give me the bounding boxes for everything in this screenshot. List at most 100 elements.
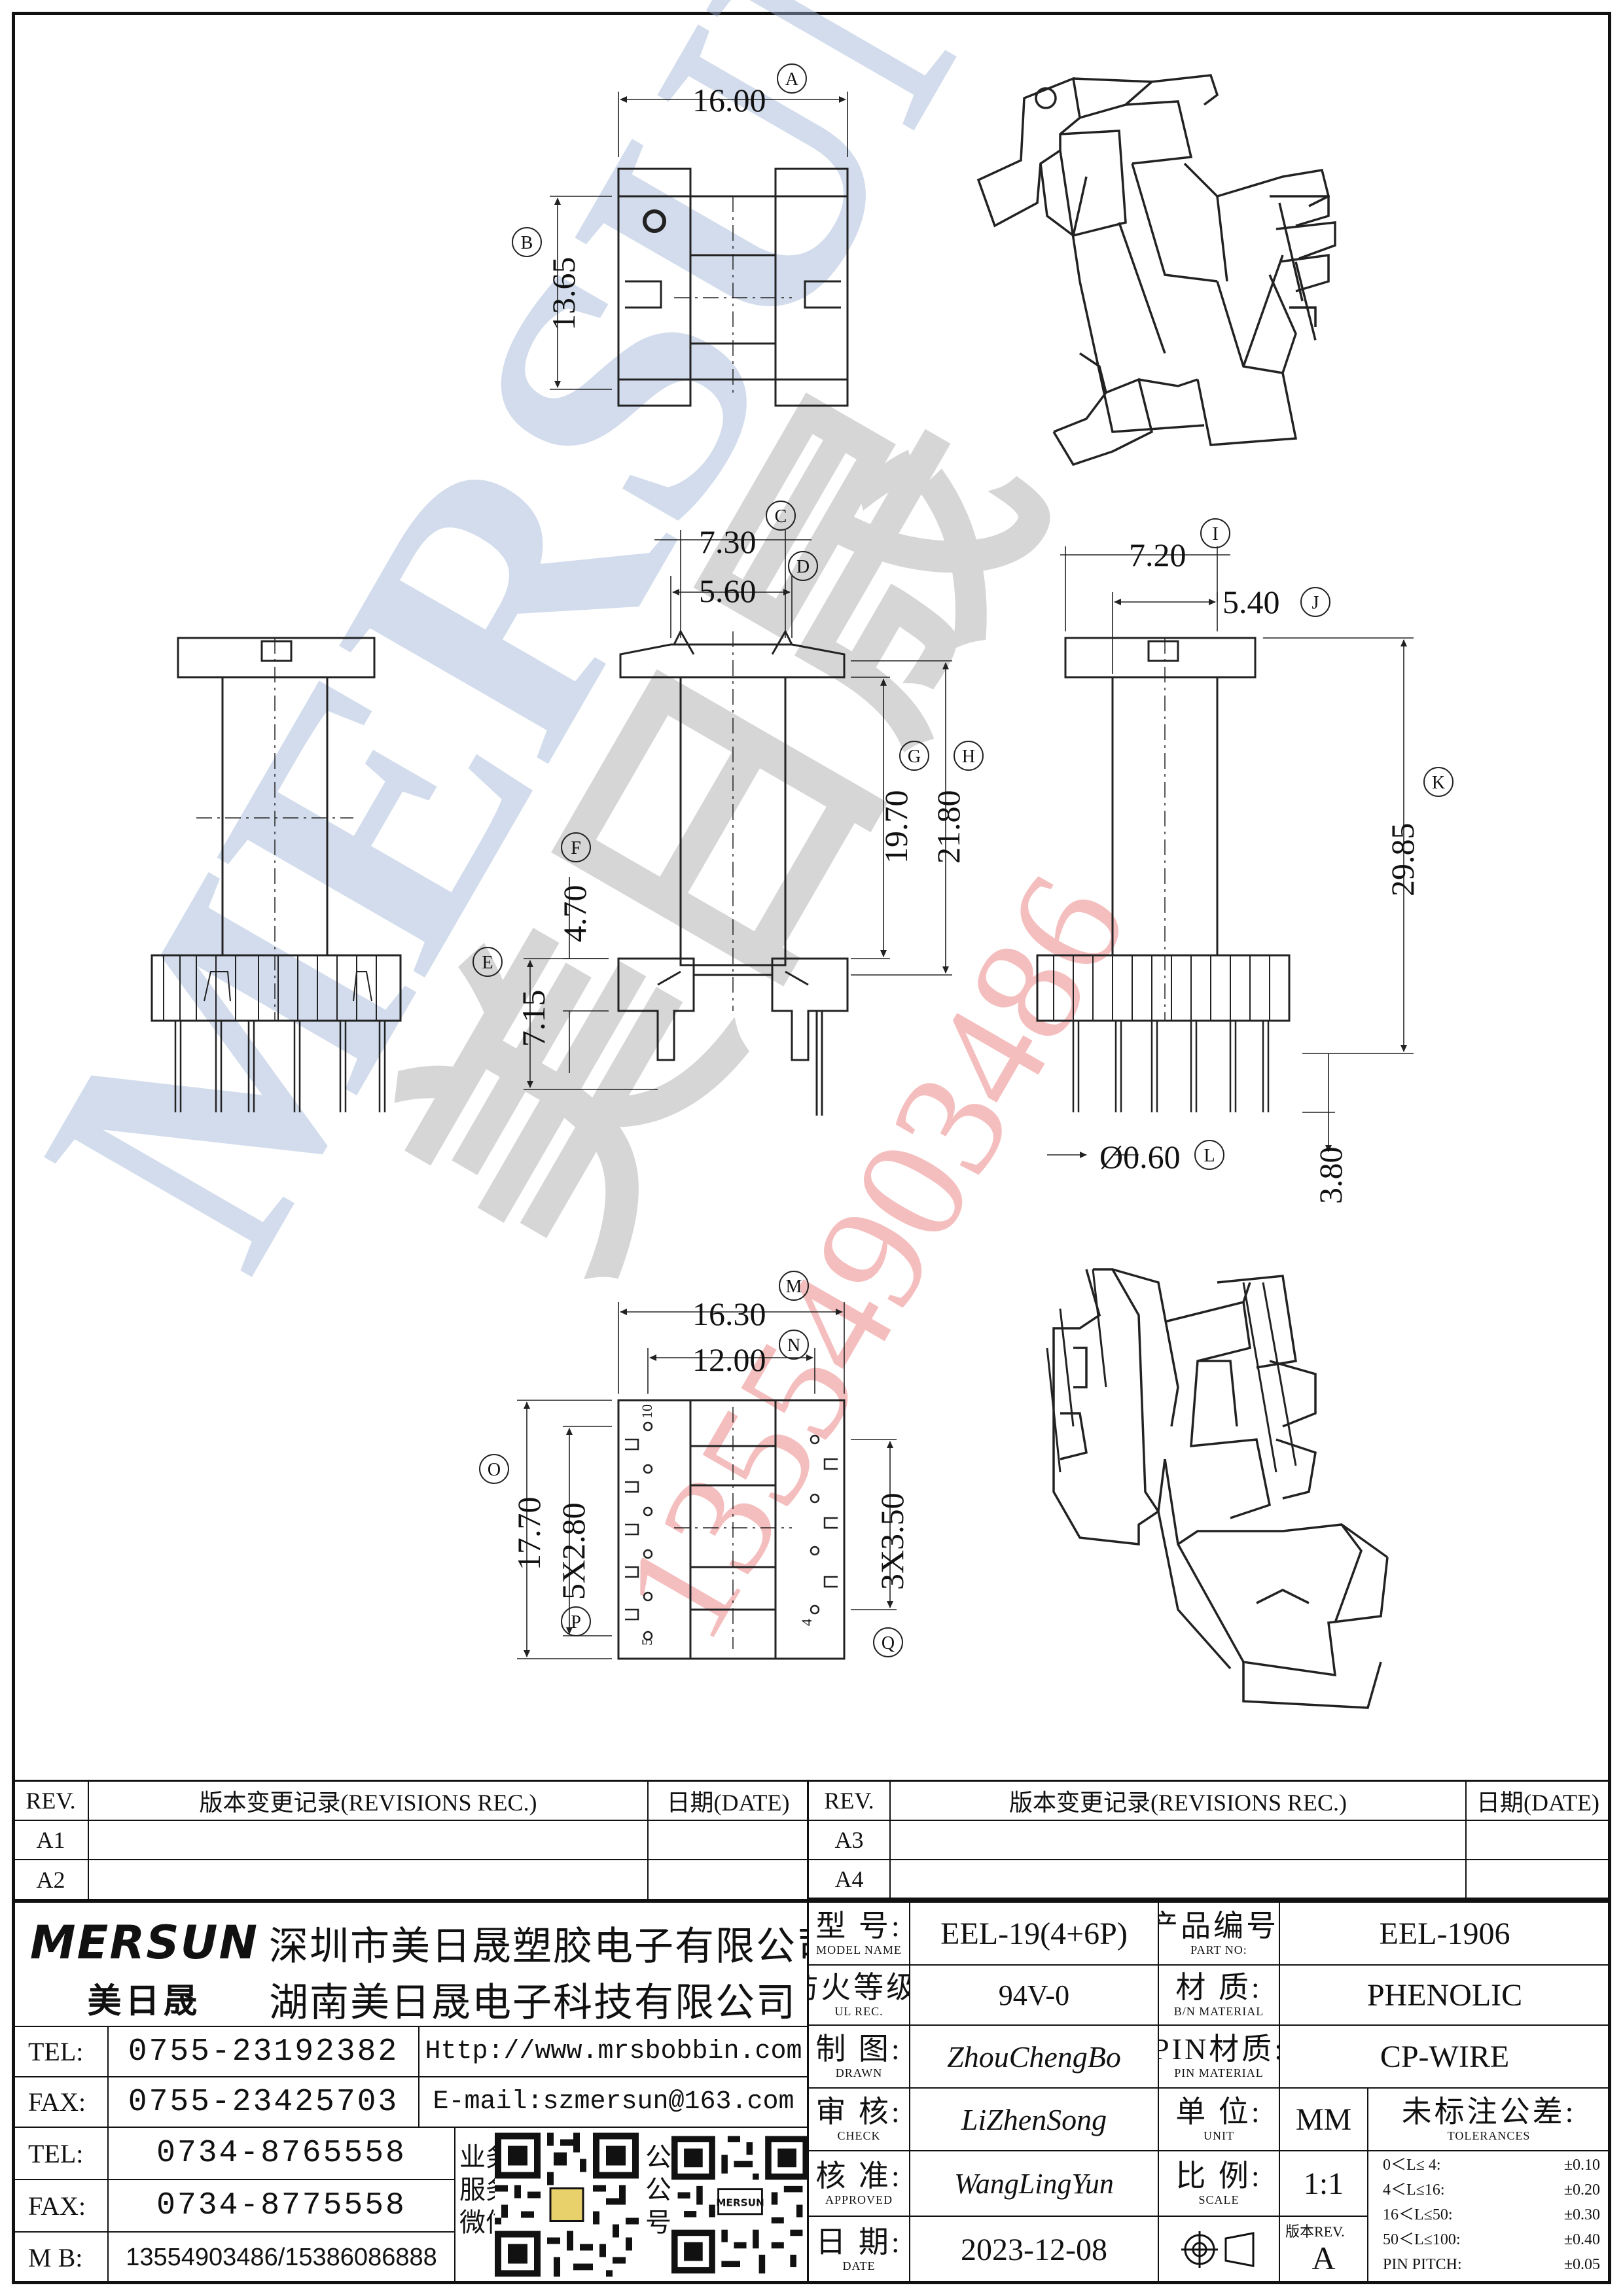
tolerance-range-5: PIN PITCH: (1383, 2256, 1462, 2273)
revision-table-left: REV. 版本变更记录(REVISIONS REC.) 日期(DATE) A1 … (12, 1780, 809, 1901)
rev-row-a2: A2 (14, 1860, 89, 1901)
check-value: LiZhenSong (910, 2089, 1159, 2151)
fire-rating-label-en: UL REC. (834, 2005, 883, 2018)
rev-row-a3: A3 (809, 1821, 891, 1860)
reference-markers (473, 63, 1454, 1657)
date-header-right: 日期(DATE) (1467, 1782, 1609, 1821)
contact-label-1: TEL: (14, 2027, 109, 2077)
rev-row-a1: A1 (14, 1821, 89, 1860)
dim-o: 17.70 (510, 1497, 547, 1571)
tolerance-range-1: 0＜L≤ 4: (1383, 2157, 1441, 2174)
tolerance-range-2: 4＜L≤16: (1383, 2181, 1445, 2199)
date-label: 日 期: DATE (809, 2217, 910, 2282)
version-cell: 版本REV. A (1280, 2217, 1368, 2282)
date-value: 2023-12-08 (910, 2217, 1159, 2282)
marker-p: P (571, 1612, 581, 1633)
first-angle-projection-icon (1181, 2231, 1254, 2268)
marker-g: G (908, 747, 921, 767)
marker-j: J (1312, 593, 1319, 613)
company-header: MERSUN 美日晟 深圳市美日晟塑胶电子有限公司 湖南美日晟电子科技有限公司 (14, 1903, 809, 2027)
rev-row-a1-record (89, 1821, 649, 1860)
dimension-texts: 16.00 13.65 7.30 5.60 7.15 4.70 19.70 21… (510, 82, 1421, 1646)
company-logo-zh: 美日晟 (87, 1982, 202, 2021)
part-label-en: PART NO: (1190, 1943, 1247, 1956)
contact-value-4: 0734-8775558 (109, 2180, 455, 2233)
drawn-label: 制 图: DRAWN (809, 2026, 910, 2089)
official-account-qr-code: MERSUN (671, 2136, 809, 2274)
dim-h: 21.80 (930, 790, 967, 864)
dim-g: 19.70 (878, 790, 914, 864)
check-label-zh: 审 核: (815, 2095, 902, 2128)
company-name-1: 深圳市美日晟塑胶电子有限公司 (269, 1924, 809, 1969)
marker-f: F (571, 838, 581, 858)
dim-a: 16.00 (692, 82, 766, 118)
material-label-en: B/N MATERIAL (1173, 2005, 1264, 2018)
tolerance-title-en: TOLERANCES (1447, 2129, 1531, 2142)
tolerance-value-5: ±0.05 (1563, 2256, 1600, 2273)
part-label-zh: 产品编号: (1159, 1909, 1279, 1943)
pin-material-label-en: PIN MATERIAL (1174, 2066, 1264, 2079)
rev-row-a4-date (1467, 1860, 1609, 1899)
dim-d: 5.60 (699, 573, 757, 609)
tolerance-range-3: 16＜L≤50: (1383, 2206, 1453, 2223)
technical-drawing: MERSUN 美日晟 13554903486 (0, 0, 1454, 1709)
contact-label-5: M B: (14, 2233, 109, 2284)
company-logo: MERSUN 美日晟 (22, 1916, 267, 2022)
dim-l: Ø0.60 (1099, 1139, 1181, 1175)
rev-row-a4-record (891, 1860, 1467, 1899)
dim-i: 7.20 (1129, 537, 1186, 573)
scale-value: 1:1 (1280, 2151, 1368, 2217)
tolerance-value-2: ±0.20 (1563, 2181, 1600, 2199)
company-block: MERSUN 美日晟 深圳市美日晟塑胶电子有限公司 湖南美日晟电子科技有限公司 … (12, 1901, 809, 2284)
revisions-record-header-right: 版本变更记录(REVISIONS REC.) (891, 1782, 1467, 1821)
isometric-view-top (976, 74, 1336, 467)
rev-row-a4: A4 (809, 1860, 891, 1899)
date-label-zh: 日 期: (815, 2225, 902, 2259)
email-link[interactable]: E-mail:szmersun@163.com (419, 2077, 809, 2128)
dim-pin-length: 3.80 (1312, 1147, 1349, 1205)
tolerance-row-2: 4＜L≤16: ±0.20 (1383, 2180, 1600, 2200)
dim-c: 7.30 (699, 523, 757, 560)
contact-label-3: TEL: (14, 2128, 109, 2180)
marker-q: Q (882, 1633, 895, 1653)
tolerance-value-3: ±0.30 (1563, 2206, 1600, 2223)
marker-o: O (488, 1460, 501, 1480)
date-label-en: DATE (842, 2259, 876, 2272)
pin-mark-5: 5 (639, 1638, 655, 1646)
drawn-label-en: DRAWN (835, 2066, 883, 2079)
approved-label-en: APPROVED (825, 2193, 893, 2206)
version-value: A (1311, 2240, 1336, 2276)
marker-i: I (1212, 524, 1218, 544)
marker-m: M (786, 1277, 802, 1297)
part-label: 产品编号: PART NO: (1159, 1903, 1280, 1966)
dim-p: 5X2.80 (555, 1502, 592, 1600)
drawn-label-zh: 制 图: (815, 2032, 902, 2066)
material-label-zh: 材 质: (1175, 1971, 1262, 2004)
tolerance-value-1: ±0.10 (1563, 2157, 1600, 2174)
marker-b: B (521, 233, 533, 253)
model-label-zh: 型 号: (815, 1909, 902, 1943)
right-side-view (1036, 637, 1291, 1112)
company-name-2: 湖南美日晟电子科技有限公司 (269, 1980, 796, 2026)
pin-material-value: CP-WIRE (1280, 2026, 1609, 2089)
rev-row-a2-record (89, 1860, 649, 1901)
website-link[interactable]: Http://www.mrsbobbin.com (419, 2027, 809, 2077)
tolerance-value-4: ±0.40 (1563, 2231, 1600, 2248)
marker-d: D (796, 557, 810, 577)
rev-header: REV. (14, 1782, 89, 1821)
marker-k: K (1432, 773, 1445, 793)
scale-label: 比 例: SCALE (1159, 2151, 1280, 2217)
rev-row-a1-date (649, 1821, 809, 1860)
contact-value-5: 13554903486/15386086888 (109, 2233, 455, 2284)
marker-l: L (1204, 1146, 1215, 1166)
marker-c: C (775, 506, 787, 527)
company-logo-text: MERSUN (29, 1916, 259, 1969)
model-label-en: MODEL NAME (816, 1943, 902, 1956)
marker-a: A (785, 69, 799, 90)
unit-value: MM (1280, 2089, 1368, 2151)
revisions-record-header: 版本变更记录(REVISIONS REC.) (89, 1782, 649, 1821)
model-value: EEL-19(4+6P) (910, 1903, 1159, 1966)
unit-label: 单 位: UNIT (1159, 2089, 1280, 2151)
dim-e: 7.15 (515, 990, 552, 1048)
rev-row-a3-date (1467, 1821, 1609, 1860)
